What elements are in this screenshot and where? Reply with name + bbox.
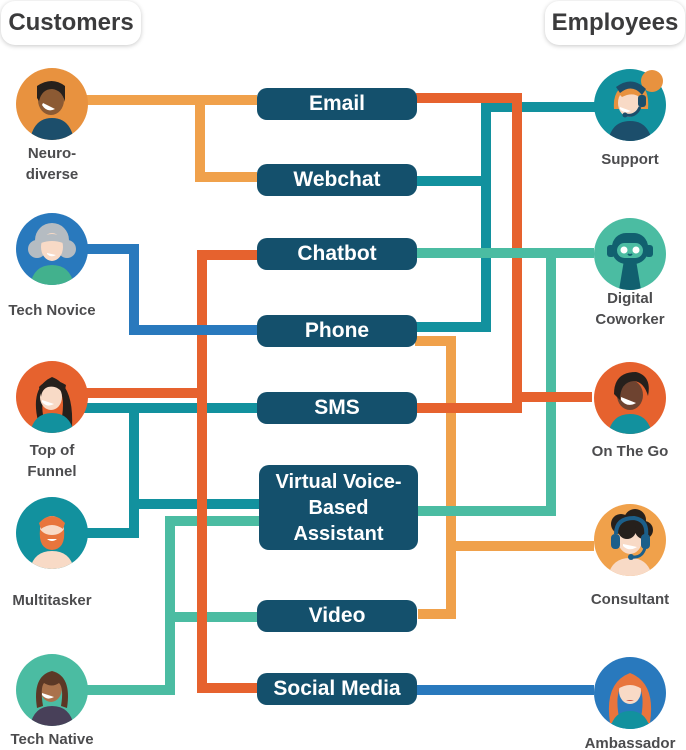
line-webchat-support	[416, 176, 491, 186]
line-neurodiverse-vertical	[195, 95, 205, 182]
line-neurodiverse-webchat	[195, 172, 257, 182]
line-topoffunnel-sms	[80, 403, 257, 413]
label-multitasker: Multitasker	[12, 592, 92, 609]
channel-virtual-voice-assistant: Virtual Voice-Based Assistant	[259, 465, 418, 550]
line-topoffunnel-horizontal	[80, 388, 207, 398]
channel-chatbot-label: Chatbot	[297, 242, 377, 265]
avatar-tech-native	[16, 654, 88, 726]
person-headphones-icon	[594, 504, 666, 576]
line-topoffunnel-socialmedia	[197, 683, 257, 693]
label-neuro-diverse: Neuro-diverse	[25, 145, 79, 183]
label-support: Support	[601, 151, 659, 168]
label-consultant: Consultant	[590, 591, 670, 608]
label-tech-novice: Tech Novice	[8, 302, 96, 319]
line-socialmedia-ambassador	[416, 685, 594, 695]
channel-webchat: Webchat	[257, 164, 417, 196]
line-vvba-digitalcoworker	[418, 506, 551, 516]
line-multitasker-horizontal	[80, 528, 139, 538]
line-technovice-horizontal	[80, 244, 139, 254]
person-icon	[16, 68, 88, 140]
avatar-ambassador	[594, 657, 666, 729]
channel-phone-label: Phone	[304, 319, 370, 342]
line-consultant-horizontal	[446, 541, 594, 551]
line-topoffunnel-vertical	[197, 250, 207, 693]
avatar-consultant	[594, 504, 666, 576]
line-email-horizontal	[416, 93, 522, 103]
avatar-top-of-funnel	[16, 361, 88, 433]
avatar-tech-novice	[16, 213, 88, 285]
line-video-consultant	[418, 609, 451, 619]
avatar-support	[594, 69, 666, 141]
channel-webchat-label: Webchat	[293, 168, 381, 191]
person-icon	[16, 361, 88, 433]
line-technovice-phone	[129, 325, 257, 335]
line-consultant-vertical	[446, 336, 456, 619]
person-icon	[16, 497, 88, 569]
line-neurodiverse-email	[80, 95, 257, 105]
channel-social-media-label: Social Media	[273, 677, 401, 700]
avatar-digital-coworker	[594, 218, 666, 290]
line-multitasker-vertical	[129, 403, 139, 538]
line-technative-horizontal	[80, 685, 170, 695]
person-icon	[594, 657, 666, 729]
line-technovice-vertical	[129, 244, 139, 335]
label-tech-native: Tech Native	[10, 731, 94, 748]
line-sms-onthego	[416, 403, 522, 413]
line-technative-vvba	[165, 516, 259, 526]
line-support-horizontal	[486, 102, 598, 112]
label-on-the-go: On The Go	[591, 443, 669, 460]
channel-video-label: Video	[308, 604, 366, 627]
avatar-on-the-go	[594, 362, 666, 434]
channel-chatbot: Chatbot	[257, 238, 417, 270]
line-chatbot-digitalcoworker	[416, 248, 594, 258]
avatar-neuro-diverse	[16, 68, 88, 140]
person-icon	[594, 362, 666, 434]
channel-email-label: Email	[308, 92, 366, 115]
person-icon	[16, 654, 88, 726]
line-technative-video	[165, 612, 257, 622]
avatar-multitasker	[16, 497, 88, 569]
channel-vvba-label: Virtual Voice-Based Assistant	[275, 470, 402, 545]
channel-sms-label: SMS	[314, 396, 360, 419]
label-top-of-funnel: Top of Funnel	[27, 442, 77, 480]
line-technative-vertical	[165, 516, 175, 695]
customers-header-pill: Customers	[1, 1, 141, 45]
line-topoffunnel-chatbot	[197, 250, 257, 260]
label-ambassador: Ambassador	[584, 735, 676, 750]
person-icon	[16, 213, 88, 285]
line-onthego-horizontal	[512, 392, 592, 402]
channel-social-media: Social Media	[257, 673, 417, 705]
channel-sms: SMS	[257, 392, 417, 424]
person-headset-icon	[594, 69, 666, 141]
channel-video: Video	[257, 600, 417, 632]
line-phone-support	[416, 322, 491, 332]
label-digital-coworker: Digital Coworker	[595, 290, 665, 328]
channel-phone: Phone	[257, 315, 417, 347]
line-digitalcoworker-vertical	[546, 248, 556, 516]
channel-email: Email	[257, 88, 417, 120]
customers-header-label: Customers	[8, 9, 134, 36]
line-multitasker-vvba	[129, 499, 259, 509]
line-support-vertical	[481, 102, 491, 332]
employees-header-label: Employees	[551, 9, 679, 36]
robot-icon	[594, 218, 666, 290]
line-phone-consultant-start	[415, 336, 456, 346]
employees-header-pill: Employees	[545, 1, 685, 45]
